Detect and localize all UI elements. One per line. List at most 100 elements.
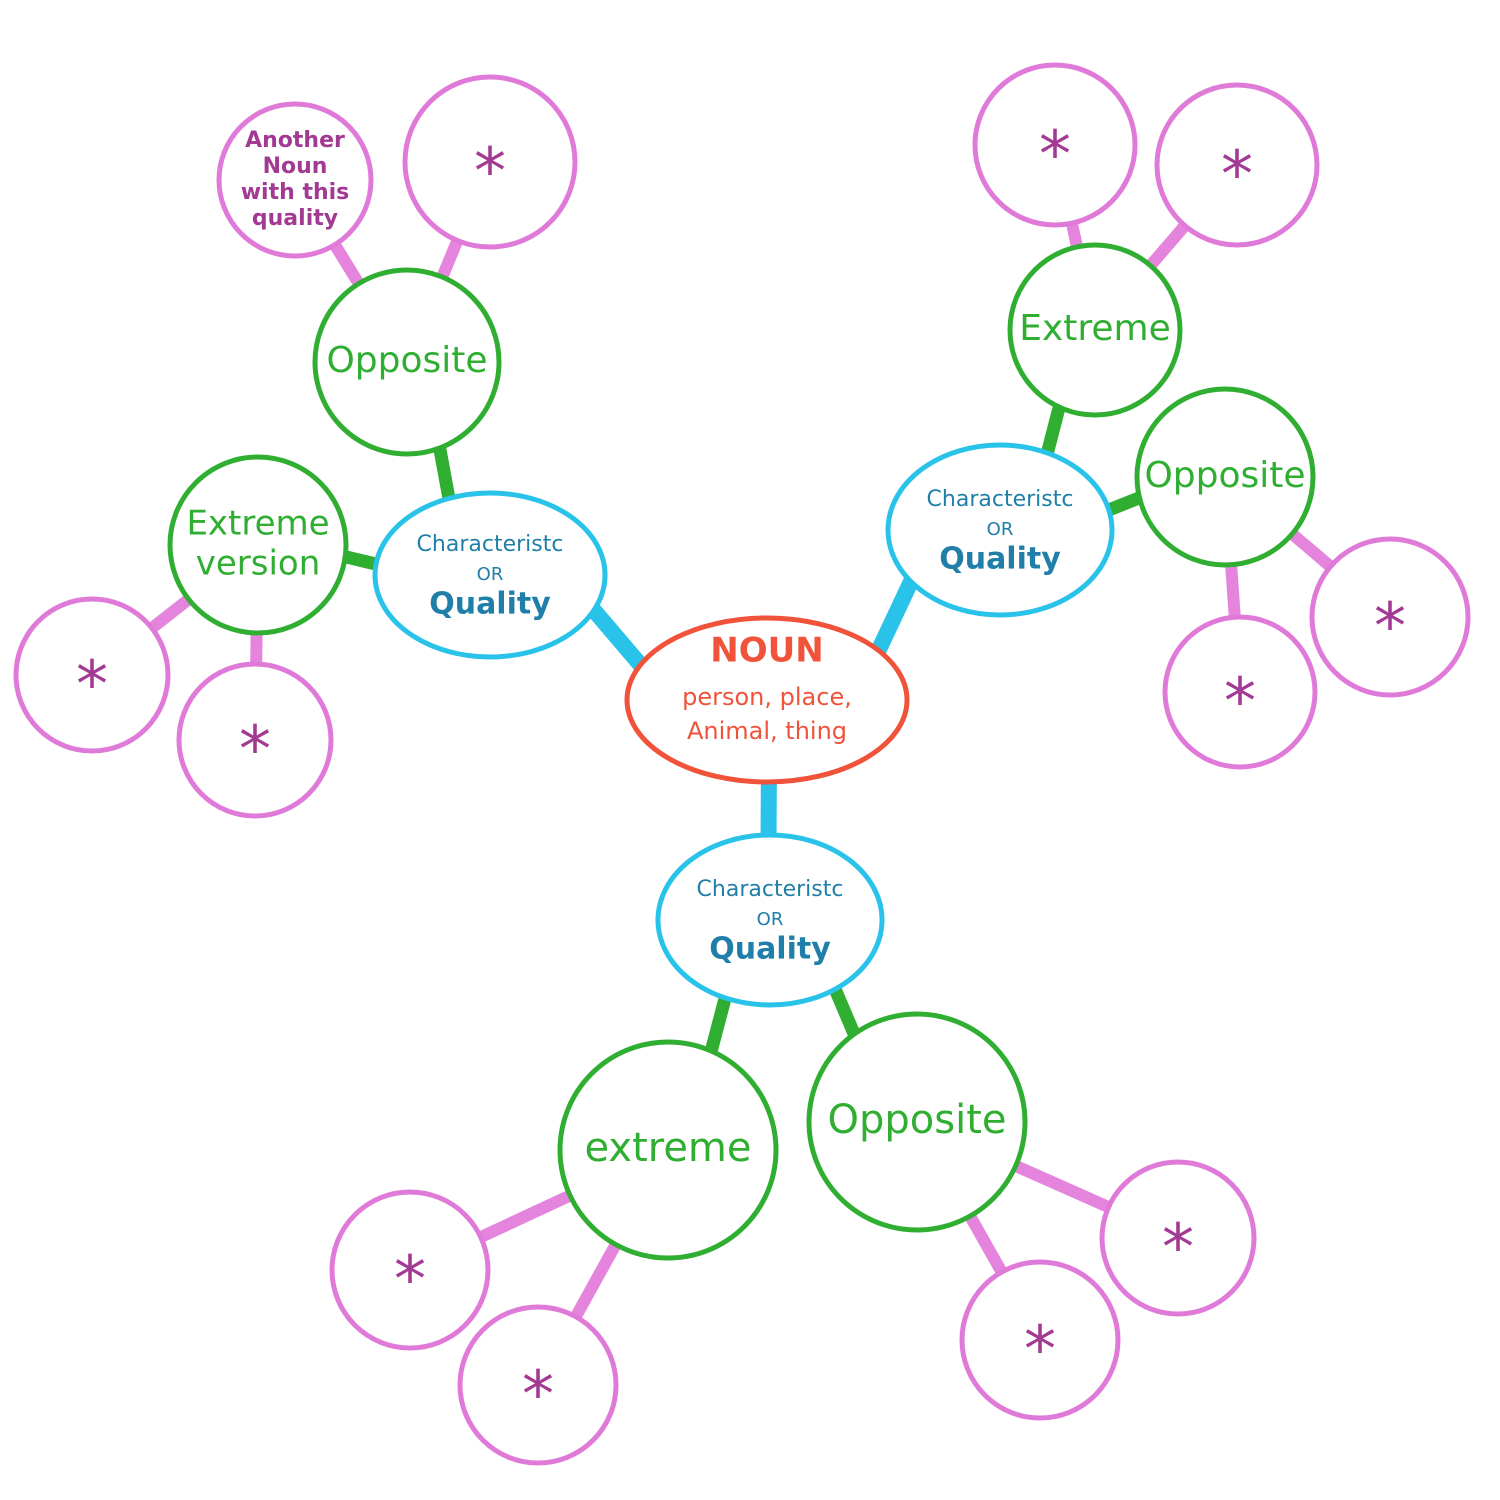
connector-to-leaf — [1006, 1158, 1119, 1215]
quality-line1: Characteristc — [697, 877, 844, 902]
asterisk-icon: * — [76, 649, 108, 723]
asterisk-icon: * — [239, 714, 271, 788]
leaf-circle — [216, 101, 374, 259]
quality-ellipse — [655, 832, 885, 1008]
sub-node-extreme: extreme — [557, 1039, 779, 1261]
asterisk-icon: * — [1162, 1212, 1194, 1286]
sub-node-circle — [1007, 242, 1183, 418]
asterisk-icon: * — [1221, 139, 1253, 213]
quality-line3: Quality — [939, 542, 1061, 577]
leaf-circle — [1099, 1159, 1257, 1317]
sub-node-circle — [312, 267, 502, 457]
connector-to-leaf — [1224, 554, 1242, 628]
asterisk-icon: * — [1024, 1314, 1056, 1388]
sub-node-label-line: Extreme — [1019, 308, 1171, 349]
leaf-node: * — [1154, 82, 1320, 248]
asterisk-icon: * — [394, 1244, 426, 1318]
leaf-node: * — [457, 1304, 619, 1466]
quality-ellipse — [885, 442, 1115, 618]
leaf-circle — [329, 1189, 491, 1351]
connector-quality-to-extreme — [1039, 396, 1067, 464]
asterisk-icon: * — [1374, 591, 1406, 665]
connector-to-leaf — [471, 1187, 580, 1245]
asterisk-icon: * — [1224, 666, 1256, 740]
noun-title: NOUN — [710, 631, 823, 671]
noun-subtitle-line1: person, place, — [682, 683, 852, 711]
sub-node-label-line: Extreme — [186, 504, 329, 544]
sub-node-circle — [806, 1011, 1028, 1233]
sub-node-circle — [167, 454, 349, 636]
leaf-label-line: Noun — [263, 154, 328, 179]
leaf-circle — [1162, 614, 1318, 770]
connector-to-leaf — [250, 622, 263, 675]
noun-ellipse — [624, 615, 910, 785]
sub-node-extreme: Extreme — [1007, 242, 1183, 418]
connector-noun-to-quality-right — [868, 569, 921, 663]
connector-to-leaf — [434, 230, 465, 287]
leaf-circle — [972, 62, 1138, 228]
leaf-circle — [457, 1304, 619, 1466]
connector-quality-to-extreme-version — [334, 549, 387, 572]
leaf-node: * — [13, 596, 171, 754]
connector-to-leaf — [142, 590, 198, 637]
noun-subtitle-line2: Animal, thing — [687, 717, 847, 745]
sub-node-label-line: Opposite — [1144, 455, 1305, 496]
connector-quality-to-opposite — [1098, 489, 1150, 518]
connector-to-leaf — [567, 1235, 624, 1327]
leaf-circle — [176, 661, 334, 819]
leaf-node: * — [959, 1259, 1121, 1421]
sub-node-label-line: Opposite — [326, 340, 487, 381]
leaf-circle — [402, 74, 578, 250]
sub-node-label-line: version — [196, 544, 321, 584]
quality-ellipse — [372, 490, 608, 660]
sub-node-circle — [557, 1039, 779, 1261]
sub-node-opposite: Opposite — [1134, 386, 1316, 568]
connector-quality-to-opposite — [827, 978, 863, 1045]
asterisk-icon: * — [1039, 119, 1071, 193]
quality-line2: OR — [757, 909, 784, 930]
center-noun-node: NOUN person, place, Animal, thing — [624, 615, 910, 785]
sub-node-opposite: Opposite — [312, 267, 502, 457]
sub-node-label-line: extreme — [584, 1125, 751, 1171]
sub-node-opposite: Opposite — [806, 1011, 1028, 1233]
leaf-node: * — [972, 62, 1138, 228]
quality-line2: OR — [477, 564, 504, 585]
connector-to-leaf — [1141, 216, 1194, 275]
leaf-circle — [1309, 536, 1471, 698]
leaf-node: * — [1099, 1159, 1257, 1317]
leaf-node: * — [1162, 614, 1318, 770]
connector-quality-to-extreme — [703, 987, 733, 1062]
sub-node-circle — [1134, 386, 1316, 568]
quality-line3: Quality — [709, 932, 831, 967]
quality-line2: OR — [987, 519, 1014, 540]
connector-to-leaf — [962, 1206, 1010, 1282]
quality-line1: Characteristc — [417, 532, 564, 557]
quality-line3: Quality — [429, 587, 551, 622]
connectors — [142, 213, 1340, 1327]
leaf-label-line: Another — [245, 128, 345, 153]
leaf-label-line: quality — [252, 206, 338, 231]
asterisk-icon: * — [474, 136, 506, 210]
leaf-node: * — [402, 74, 578, 250]
connector-noun-to-quality-left — [583, 599, 652, 676]
leaf-circle — [13, 596, 171, 754]
leaf-node: * — [1309, 536, 1471, 698]
leaf-circle — [1154, 82, 1320, 248]
leaf-node: * — [329, 1189, 491, 1351]
asterisk-icon: * — [522, 1359, 554, 1433]
sub-node-label-line: Opposite — [828, 1097, 1007, 1143]
leaf-label-line: with this — [241, 180, 350, 205]
leaf-circle — [959, 1259, 1121, 1421]
connector-to-leaf — [1283, 525, 1340, 576]
connector-quality-to-opposite — [432, 437, 457, 509]
leaf-node: * — [176, 661, 334, 819]
quality-line1: Characteristc — [927, 487, 1074, 512]
